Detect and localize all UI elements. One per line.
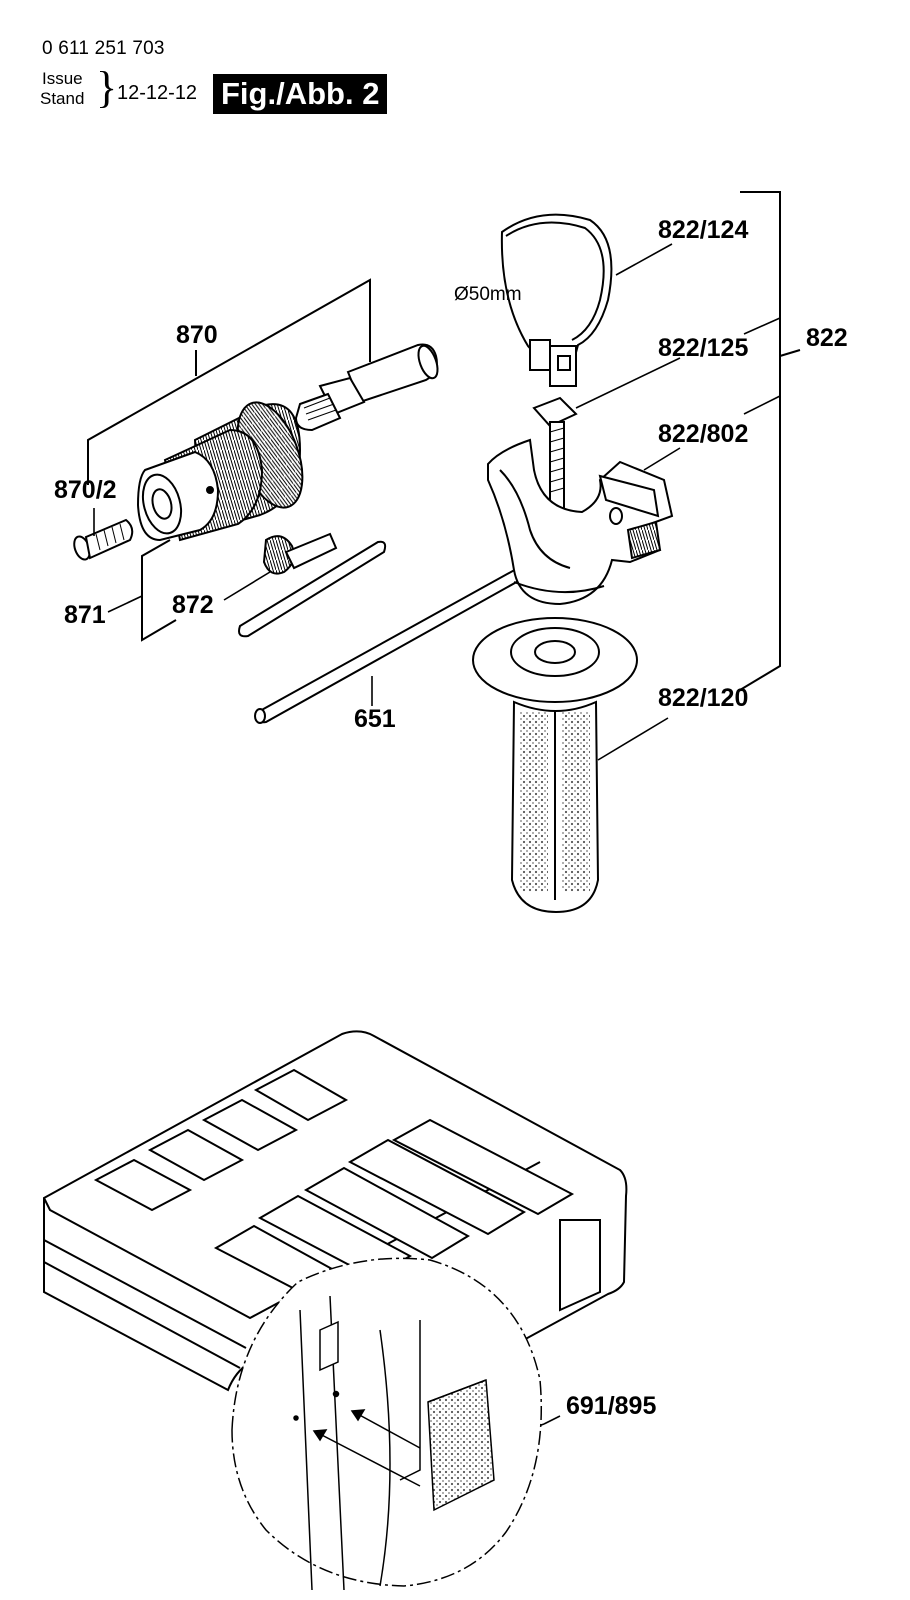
issue-label: Issue bbox=[42, 69, 83, 88]
handle-housing bbox=[487, 438, 674, 606]
part-number: 0 611 251 703 bbox=[42, 38, 165, 59]
screw-870-2 bbox=[73, 518, 134, 561]
callout-822-120: 822/120 bbox=[658, 684, 748, 712]
dimension-label: Ø50mm bbox=[454, 284, 522, 305]
callout-822: 822 bbox=[806, 324, 848, 352]
clamp-screw bbox=[532, 396, 578, 509]
brace-glyph: } bbox=[96, 63, 118, 112]
callout-651: 651 bbox=[354, 705, 396, 733]
callout-870-2: 870/2 bbox=[54, 476, 117, 504]
bracket-870 bbox=[87, 278, 371, 485]
stand-label: Stand bbox=[40, 89, 85, 108]
auxiliary-handle bbox=[472, 191, 801, 914]
callout-822-802: 822/802 bbox=[658, 420, 748, 448]
callout-870: 870 bbox=[176, 321, 218, 349]
chuck-key-872 bbox=[238, 532, 387, 638]
callout-872: 872 bbox=[172, 591, 214, 619]
detail-view bbox=[231, 1257, 543, 1591]
callout-822-124: 822/124 bbox=[658, 216, 748, 244]
callout-labels: 870 870/2 871 872 651 822/124 822/125 82… bbox=[54, 216, 848, 1420]
figure-label: Fig./Abb. 2 bbox=[213, 74, 388, 114]
clamp-band bbox=[500, 213, 613, 387]
callout-822-125: 822/125 bbox=[658, 334, 748, 362]
chuck-assembly bbox=[73, 278, 439, 642]
issue-date: 12-12-12 bbox=[117, 82, 198, 104]
callout-871: 871 bbox=[64, 601, 106, 629]
handle-grip bbox=[472, 617, 638, 914]
chuck-body bbox=[136, 401, 304, 542]
sds-adapter bbox=[294, 343, 439, 432]
callout-691-895: 691/895 bbox=[566, 1392, 656, 1420]
bracket-871 bbox=[141, 539, 177, 642]
